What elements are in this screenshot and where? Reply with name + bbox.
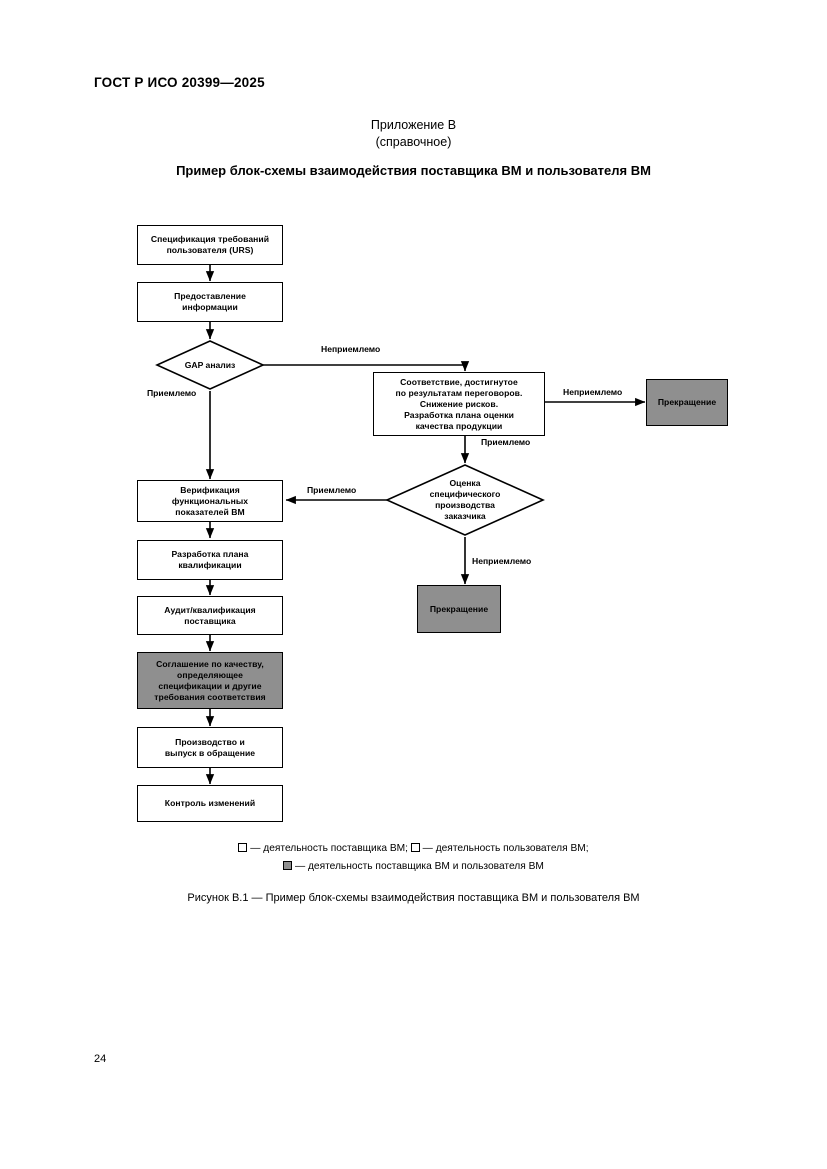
node-urs[interactable]: Спецификация требований пользователя (UR… bbox=[137, 225, 283, 265]
node-production-release-label: Производство и выпуск в обращение bbox=[164, 736, 256, 758]
legend-swatch-user-icon bbox=[410, 843, 420, 852]
node-production-release[interactable]: Производство и выпуск в обращение bbox=[137, 727, 283, 768]
node-conformance[interactable]: Соответствие, достигнутое по результатам… bbox=[373, 372, 545, 436]
edge-label-conformance-accept: Приемлемо bbox=[481, 437, 531, 447]
legend-swatch-both-icon bbox=[283, 861, 293, 870]
node-termination-2-label: Прекращение bbox=[429, 603, 489, 614]
node-audit[interactable]: Аудит/квалификация поставщика bbox=[137, 596, 283, 635]
node-urs-label: Спецификация требований пользователя (UR… bbox=[150, 234, 270, 255]
legend-text-supplier: — деятельность поставщика ВМ; bbox=[250, 843, 408, 854]
node-assessment-shape bbox=[385, 464, 545, 536]
legend-row-2: — деятельность поставщика ВМ и пользоват… bbox=[0, 861, 827, 872]
page-number: 24 bbox=[94, 1053, 107, 1065]
node-audit-label: Аудит/квалификация поставщика bbox=[164, 604, 256, 626]
node-gap-analysis-shape bbox=[155, 340, 265, 390]
node-termination-2[interactable]: Прекращение bbox=[417, 585, 501, 633]
node-verification[interactable]: Верификация функциональных показателей В… bbox=[137, 480, 283, 522]
legend-text-both: — деятельность поставщика ВМ и пользоват… bbox=[294, 861, 544, 872]
node-information-provision-label: Предоставление информации bbox=[174, 291, 246, 312]
annex-title: Приложение В bbox=[370, 118, 457, 132]
node-quality-agreement-label: Соглашение по качеству, определяющее спе… bbox=[154, 658, 266, 702]
node-termination-1[interactable]: Прекращение bbox=[646, 379, 728, 426]
node-qualification-plan[interactable]: Разработка плана квалификации bbox=[137, 540, 283, 580]
edge-label-assessment-reject: Неприемлемо bbox=[472, 556, 532, 566]
edge-label-assessment-accept: Приемлемо bbox=[307, 485, 357, 495]
node-qualification-plan-label: Разработка плана квалификации bbox=[171, 549, 249, 570]
standard-header: ГОСТ Р ИСО 20399—2025 bbox=[94, 75, 265, 90]
edge-label-gap-accept: Приемлемо bbox=[147, 388, 197, 398]
edge-label-gap-reject: Неприемлемо bbox=[321, 344, 381, 354]
legend-row-1: — деятельность поставщика ВМ; — деятельн… bbox=[0, 843, 827, 854]
node-termination-1-label: Прекращение bbox=[657, 397, 717, 407]
node-information-provision[interactable]: Предоставление информации bbox=[137, 282, 283, 322]
annex-heading: Пример блок-схемы взаимодействия поставщ… bbox=[176, 163, 651, 178]
node-quality-agreement[interactable]: Соглашение по качеству, определяющее спе… bbox=[137, 652, 283, 709]
node-conformance-label: Соответствие, достигнутое по результатам… bbox=[395, 376, 523, 431]
node-change-control-label: Контроль изменений bbox=[164, 798, 256, 808]
figure-caption: Рисунок В.1 — Пример блок-схемы взаимоде… bbox=[187, 892, 640, 904]
annex-kind: (справочное) bbox=[375, 135, 452, 149]
node-verification-label: Верификация функциональных показателей В… bbox=[171, 484, 249, 517]
legend-text-user: — деятельность пользователя ВМ; bbox=[422, 843, 589, 854]
node-change-control[interactable]: Контроль изменений bbox=[137, 785, 283, 822]
edge-label-conformance-reject: Неприемлемо bbox=[563, 387, 623, 397]
legend-swatch-supplier-icon bbox=[238, 843, 248, 852]
